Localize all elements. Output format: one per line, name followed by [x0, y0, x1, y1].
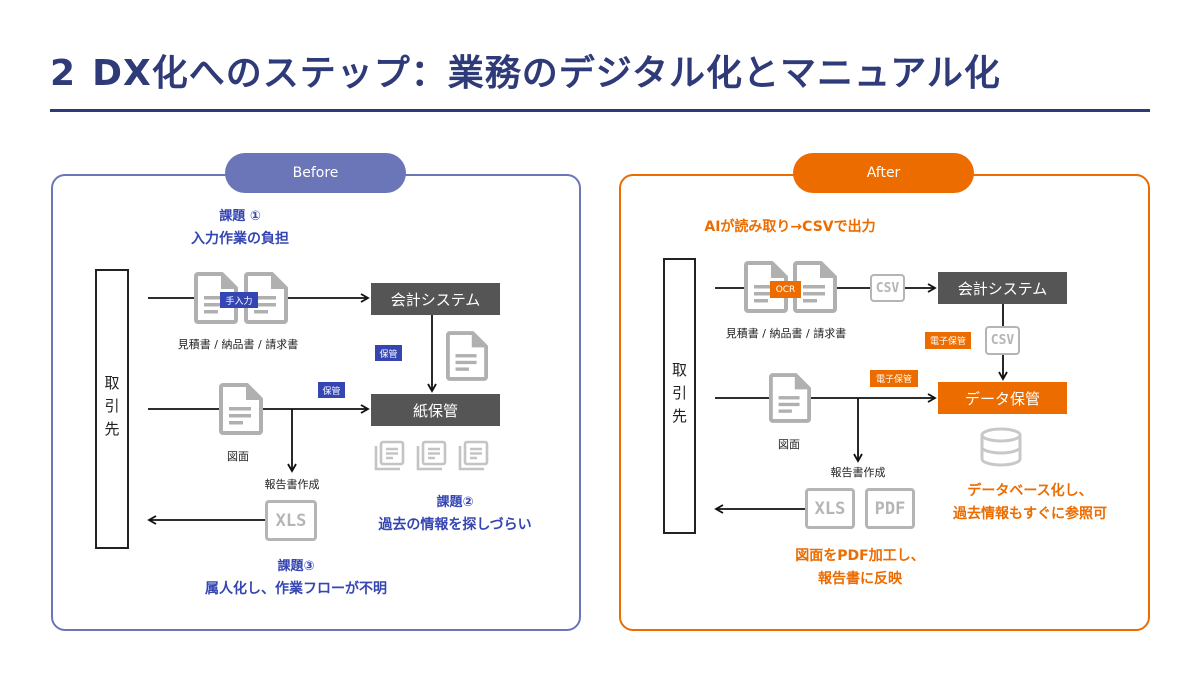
issue-2-heading: 課題②: [436, 495, 474, 510]
csv-file-icon: CSV: [870, 274, 905, 302]
db-note: データベース化し、 過去情報もすぐに参照可: [953, 480, 1107, 526]
store-badge: 保管: [318, 382, 345, 398]
e-store-badge: 電子保管: [870, 370, 918, 387]
document-icon: [194, 272, 238, 324]
before-accounting-system-box: 会計システム: [371, 283, 500, 315]
issue-2-body: 過去の情報を探しづらい: [378, 517, 532, 533]
before-label-pill: Before: [225, 153, 406, 193]
page-title: 2 DX化へのステップ：業務のデジタル化とマニュアル化: [50, 44, 1001, 96]
before-report-label: 報告書作成: [264, 478, 320, 491]
e-store-badge: 電子保管: [925, 332, 971, 349]
drawing-document-icon: [769, 373, 811, 423]
db-note-line-2: 過去情報もすぐに参照可: [953, 506, 1107, 522]
issue-1-body: 入力作業の負担: [191, 231, 289, 247]
ai-ocr-note: AIが読み取り→CSVで出力: [704, 219, 876, 235]
before-issue-1: 課題 ① 入力作業の負担: [191, 207, 289, 251]
database-icon: [980, 427, 1022, 467]
xls-file-icon: XLS: [805, 488, 855, 529]
issue-3-heading: 課題③: [277, 559, 315, 574]
stored-document-icon: [446, 331, 488, 381]
section-number: 2: [50, 53, 77, 94]
title-underline: [50, 109, 1150, 112]
after-report-label: 報告書作成: [830, 466, 886, 479]
paper-storage-box: 紙保管: [371, 394, 500, 426]
drawing-document-icon: [219, 383, 263, 435]
csv-file-icon: CSV: [985, 326, 1020, 355]
pdf-note-line-1: 図面をPDF加工し、: [795, 548, 925, 564]
before-client-box: 取引先: [95, 269, 129, 549]
after-label-pill: After: [793, 153, 974, 193]
before-issue-2: 課題② 過去の情報を探しづらい: [378, 493, 531, 537]
document-icon: [244, 272, 288, 324]
after-accounting-system-box: 会計システム: [938, 272, 1067, 304]
pdf-note-line-2: 報告書に反映: [817, 571, 902, 587]
xls-file-icon: XLS: [265, 500, 317, 541]
before-issue-3: 課題③ 属人化し、作業フローが不明: [205, 557, 387, 601]
document-icon: [793, 261, 837, 313]
after-docs-label: 見積書 / 納品書 / 請求書: [725, 327, 847, 340]
paper-files-icons: [374, 440, 489, 471]
paper-file-icon: [458, 440, 489, 471]
db-note-line-1: データベース化し、: [967, 483, 1093, 499]
issue-3-body: 属人化し、作業フローが不明: [205, 581, 387, 597]
after-client-label: 取引先: [670, 361, 688, 431]
store-badge: 保管: [375, 345, 402, 361]
title-text: DX化へのステップ：業務のデジタル化とマニュアル化: [92, 53, 1001, 94]
pdf-note: 図面をPDF加工し、 報告書に反映: [795, 545, 924, 591]
data-storage-box: データ保管: [938, 382, 1067, 414]
manual-input-badge: 手入力: [220, 292, 258, 308]
before-docs-label: 見積書 / 納品書 / 請求書: [177, 338, 299, 351]
before-client-label: 取引先: [102, 374, 121, 444]
after-drawing-label: 図面: [778, 438, 800, 451]
ocr-badge: OCR: [770, 281, 801, 298]
paper-file-icon: [416, 440, 447, 471]
issue-1-heading: 課題 ①: [219, 209, 261, 224]
before-drawing-label: 図面: [227, 450, 249, 463]
document-icon: [744, 261, 788, 313]
pdf-file-icon: PDF: [865, 488, 915, 529]
after-client-box: 取引先: [663, 258, 696, 534]
paper-file-icon: [374, 440, 405, 471]
